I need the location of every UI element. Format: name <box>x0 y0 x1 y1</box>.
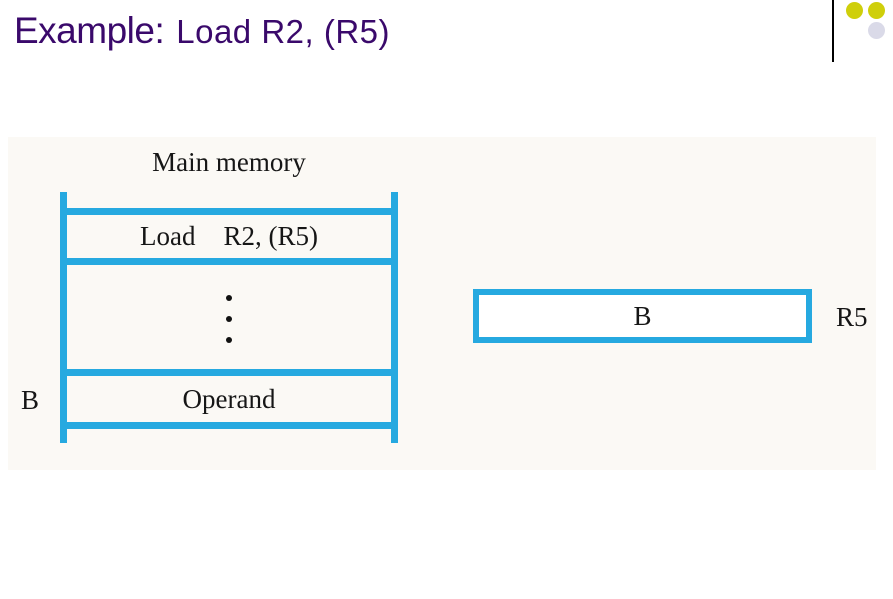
vertical-ellipsis-dot-3 <box>226 337 232 343</box>
memory-separator-above-operand <box>60 369 398 376</box>
title-instruction: Load R2, (R5) <box>176 13 390 50</box>
memory-cell-operand: Operand <box>60 376 398 422</box>
memory-separator-below-instruction <box>60 258 398 265</box>
memory-separator-top <box>60 208 398 215</box>
memory-separator-bottom <box>60 422 398 429</box>
title-prefix: Example: <box>14 10 165 51</box>
register-name-label: R5 <box>836 302 868 332</box>
decorative-divider-line <box>832 0 834 62</box>
register-value: B <box>633 300 652 331</box>
memory-cell-instruction: Load R2, (R5) <box>60 215 398 258</box>
memory-instruction-opcode: Load <box>140 221 196 251</box>
register-box: B <box>473 289 812 343</box>
vertical-ellipsis-dot-2 <box>226 316 232 322</box>
decorative-dot-yellow-left <box>846 2 863 19</box>
decorative-dot-lavender <box>868 22 885 39</box>
vertical-ellipsis-dot-1 <box>226 295 232 301</box>
operand-cell-label: Operand <box>182 383 276 414</box>
slide-title: Example: Load R2, (R5) <box>14 10 390 52</box>
operand-address-label: B <box>20 385 39 415</box>
main-memory-label: Main memory <box>152 147 306 177</box>
memory-instruction-operands: R2, (R5) <box>223 221 318 251</box>
memory-column-left-rail <box>60 192 67 443</box>
decorative-dot-yellow-right <box>868 2 885 19</box>
memory-column-right-rail <box>391 192 398 443</box>
